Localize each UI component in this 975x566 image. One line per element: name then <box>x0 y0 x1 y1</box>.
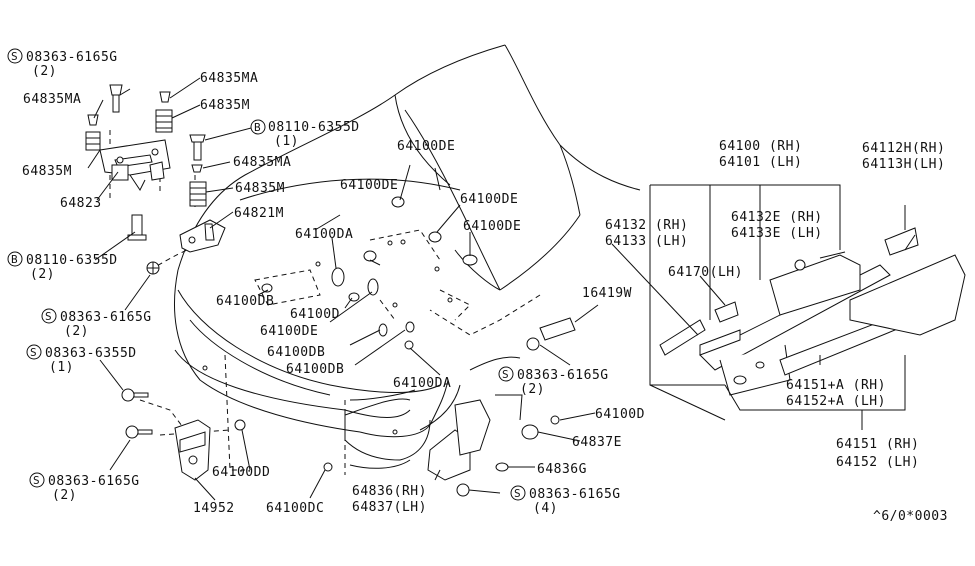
front-bumper <box>174 289 441 461</box>
label-qty: (2) <box>520 382 545 397</box>
bolt-symbol-letter: B <box>11 253 18 266</box>
label-64100de: 64100DE <box>463 219 521 234</box>
part-labels: 08363-6165G (2) 64835MA 64835MA 64835M 0… <box>22 50 948 524</box>
label-16419w: 16419W <box>582 286 632 301</box>
label-qty: (1) <box>49 360 74 375</box>
screw-symbol-letter: S <box>30 346 37 359</box>
label-64821m: 64821M <box>234 206 284 221</box>
label-qty: (4) <box>533 501 558 516</box>
screw-symbol-icon <box>29 472 45 488</box>
label-64835ma-mid: 64835MA <box>233 155 291 170</box>
label-64836-rh: 64836(RH) <box>352 484 427 499</box>
label-qty: (2) <box>52 488 77 503</box>
screw-symbol-icon <box>26 344 42 360</box>
fastener-symbols: S B B S S S S S <box>7 48 526 501</box>
label-64100d: 64100D <box>290 307 340 322</box>
label-64170-lh: 64170(LH) <box>668 265 743 280</box>
label-64823: 64823 <box>60 196 102 211</box>
bolt-symbol-icon <box>250 119 266 135</box>
label-64151a-rh: 64151+A (RH) <box>786 378 886 393</box>
reference-code: ^6/0*0003 <box>873 509 948 524</box>
label-64112h-rh: 64112H(RH) <box>862 141 945 156</box>
label-s-08363-6165g-low: 08363-6165G <box>48 474 140 489</box>
label-64100dc: 64100DC <box>266 501 324 516</box>
fender-shape <box>349 356 521 469</box>
label-b-08110-6355d-top: 08110-6355D <box>268 120 360 135</box>
center-brackets <box>427 317 576 497</box>
label-64835ma-left: 64835MA <box>23 92 81 107</box>
label-64113h-lh: 64113H(LH) <box>862 157 945 172</box>
label-64835ma-top: 64835MA <box>200 71 258 86</box>
label-64835m-top: 64835M <box>200 98 250 113</box>
label-64100de: 64100DE <box>460 192 518 207</box>
label-s-08363-6165g-mid: 08363-6165G <box>60 310 152 325</box>
hood-plugs <box>202 196 478 472</box>
screw-symbol-letter: S <box>45 310 52 323</box>
label-64837-lh: 64837(LH) <box>352 500 427 515</box>
label-64100db: 64100DB <box>286 362 344 377</box>
hood-lock-assembly <box>99 139 171 191</box>
label-64100d: 64100D <box>595 407 645 422</box>
screw-symbol-icon <box>510 485 526 501</box>
label-s-08363-6165g-bottom: 08363-6165G <box>529 487 621 502</box>
label-64100-rh: 64100 (RH) <box>719 139 802 154</box>
label-s-08363-6165g-center: 08363-6165G <box>517 368 609 383</box>
label-64132-rh: 64132 (RH) <box>605 218 688 233</box>
label-qty: (2) <box>32 64 57 79</box>
label-14952: 14952 <box>193 501 235 516</box>
label-qty: (2) <box>64 324 89 339</box>
label-qty: (1) <box>274 134 299 149</box>
label-b-08110-6355d-mid: 08110-6355D <box>26 253 118 268</box>
label-64100de: 64100DE <box>260 324 318 339</box>
label-64100dd: 64100DD <box>212 465 270 480</box>
label-64100db: 64100DB <box>267 345 325 360</box>
label-qty: (2) <box>30 267 55 282</box>
label-64100da: 64100DA <box>393 376 451 391</box>
label-64835m-left: 64835M <box>22 164 72 179</box>
screw-symbol-icon <box>498 366 514 382</box>
label-64100de: 64100DE <box>397 139 455 154</box>
bumper-stops <box>85 84 207 241</box>
screws-left <box>121 261 160 439</box>
screw-symbol-letter: S <box>11 50 18 63</box>
label-64835m-mid: 64835M <box>235 181 285 196</box>
label-s-08363-6355d: 08363-6355D <box>45 346 137 361</box>
label-64132e-rh: 64132E (RH) <box>731 210 823 225</box>
horn-bracket-14952 <box>174 419 211 481</box>
label-64100de: 64100DE <box>340 178 398 193</box>
label-64133-lh: 64133 (LH) <box>605 234 688 249</box>
screw-symbol-icon <box>41 308 57 324</box>
label-s-08363-6165g-top: 08363-6165G <box>26 50 118 65</box>
label-64151-rh: 64151 (RH) <box>836 437 919 452</box>
screw-symbol-letter: S <box>514 487 521 500</box>
label-64100db: 64100DB <box>216 294 274 309</box>
label-64152a-lh: 64152+A (LH) <box>786 394 886 409</box>
label-64101-lh: 64101 (LH) <box>719 155 802 170</box>
hood-lock-bracket <box>179 219 226 253</box>
label-64836g: 64836G <box>537 462 587 477</box>
label-64133e-lh: 64133E (LH) <box>731 226 823 241</box>
label-64837e: 64837E <box>572 435 622 450</box>
leader-lines <box>87 77 916 501</box>
screw-symbol-letter: S <box>33 474 40 487</box>
screw-symbol-icon <box>7 48 23 64</box>
screw-symbol-letter: S <box>502 368 509 381</box>
side-member-group <box>649 184 966 430</box>
label-64100da: 64100DA <box>295 227 353 242</box>
hood-panel <box>173 44 641 438</box>
label-64152-lh: 64152 (LH) <box>836 455 919 470</box>
bolt-symbol-letter: B <box>254 121 261 134</box>
bolt-symbol-icon <box>7 251 23 267</box>
